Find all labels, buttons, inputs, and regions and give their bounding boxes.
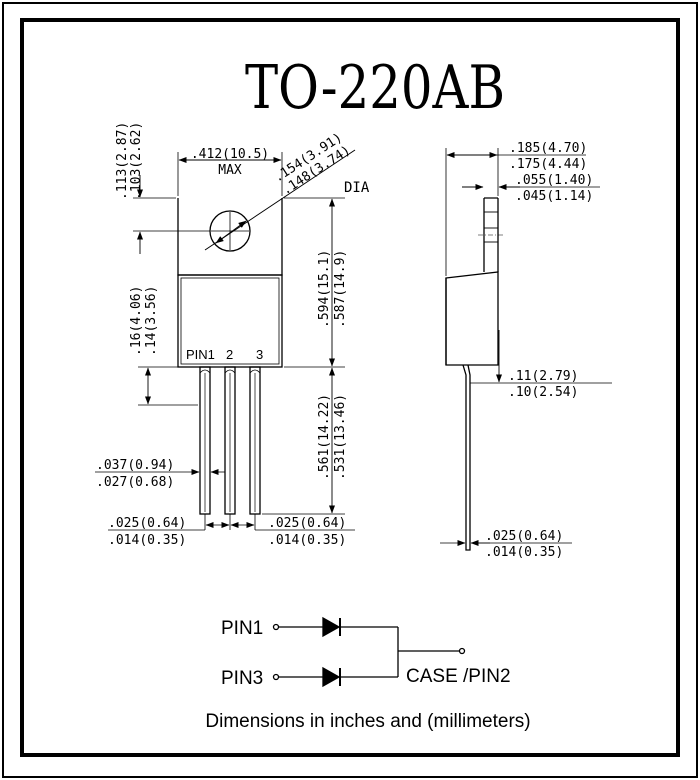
leadoff-max: .11(2.79) <box>508 369 578 384</box>
offset-labels: .113(2.87) .103(2.62) <box>115 122 144 200</box>
body-inner-outline <box>180 277 280 365</box>
side-body <box>445 271 499 366</box>
height-max: .594(15.1) <box>317 250 332 328</box>
depth-min: .175(4.44) <box>509 157 587 172</box>
leadlen-max: .561(14.22) <box>317 394 332 480</box>
pin2-label: 2 <box>226 347 233 362</box>
leadlen-labels: .561(14.22) .531(13.46) <box>317 394 348 480</box>
schematic-pin3-label: PIN3 <box>221 668 263 689</box>
spacing-right-max: .025(0.64) <box>268 516 346 531</box>
shoulder-labels: .16(4.06) .14(3.56) <box>129 286 159 356</box>
side-view <box>440 148 612 551</box>
height-min: .587(14.9) <box>333 250 348 328</box>
leadthk-min: .014(0.35) <box>485 545 563 560</box>
shoulder-min: .14(3.56) <box>144 286 159 356</box>
leadwidth-min: .027(0.68) <box>96 475 174 490</box>
diode-2-icon <box>322 666 341 688</box>
width-value: .412(10.5) <box>191 147 269 162</box>
side-view-labels: .185(4.70) .175(4.44) .055(1.40) .045(1.… <box>485 141 593 560</box>
height-labels: .594(15.1) .587(14.9) <box>317 250 348 328</box>
offset-max: .113(2.87) <box>115 122 130 200</box>
schematic-case-label: CASE /PIN2 <box>406 666 511 687</box>
tabthk-min: .045(1.14) <box>515 189 593 204</box>
hole-dia-labels: .154(3.91) .148(3.74) <box>271 130 353 198</box>
leadthk-max: .025(0.64) <box>485 529 563 544</box>
inner-frame <box>20 18 680 757</box>
leadlen-min: .531(13.46) <box>333 394 348 480</box>
leadoff-min: .10(2.54) <box>508 385 578 400</box>
footer-note: Dimensions in inches and (millimeters) <box>205 711 530 732</box>
spacing-left-min: .014(0.35) <box>108 533 186 548</box>
schematic <box>272 616 466 688</box>
spacing-right-min: .014(0.35) <box>268 533 346 548</box>
side-lead <box>462 364 471 551</box>
pin3-terminal <box>272 673 280 681</box>
schematic-labels: PIN1 PIN3 CASE /PIN2 <box>221 618 511 689</box>
pin3-label: 3 <box>256 347 263 362</box>
schematic-pin1-label: PIN1 <box>221 618 263 639</box>
diode-1-icon <box>322 616 341 638</box>
lead-shoulders <box>199 369 261 374</box>
hole-dia-note: DIA <box>344 180 370 196</box>
spacing-left-max: .025(0.64) <box>108 516 186 531</box>
leadwidth-max: .037(0.94) <box>96 458 174 473</box>
depth-max: .185(4.70) <box>509 141 587 156</box>
pin-labels: PIN1 2 3 <box>186 347 263 362</box>
pin1-label: PIN1 <box>186 347 215 362</box>
dia-arrow <box>215 220 247 244</box>
front-view-labels: .412(10.5) MAX .154(3.91) .148(3.74) DIA… <box>96 122 370 548</box>
pin1-terminal <box>272 623 280 631</box>
offset-min: .103(2.62) <box>129 122 144 200</box>
case-terminal <box>458 647 466 655</box>
page-title: TO-220AB <box>245 53 505 123</box>
tabthk-max: .055(1.40) <box>515 173 593 188</box>
shoulder-max: .16(4.06) <box>129 286 144 356</box>
width-note: MAX <box>218 163 242 178</box>
front-view <box>95 149 356 531</box>
